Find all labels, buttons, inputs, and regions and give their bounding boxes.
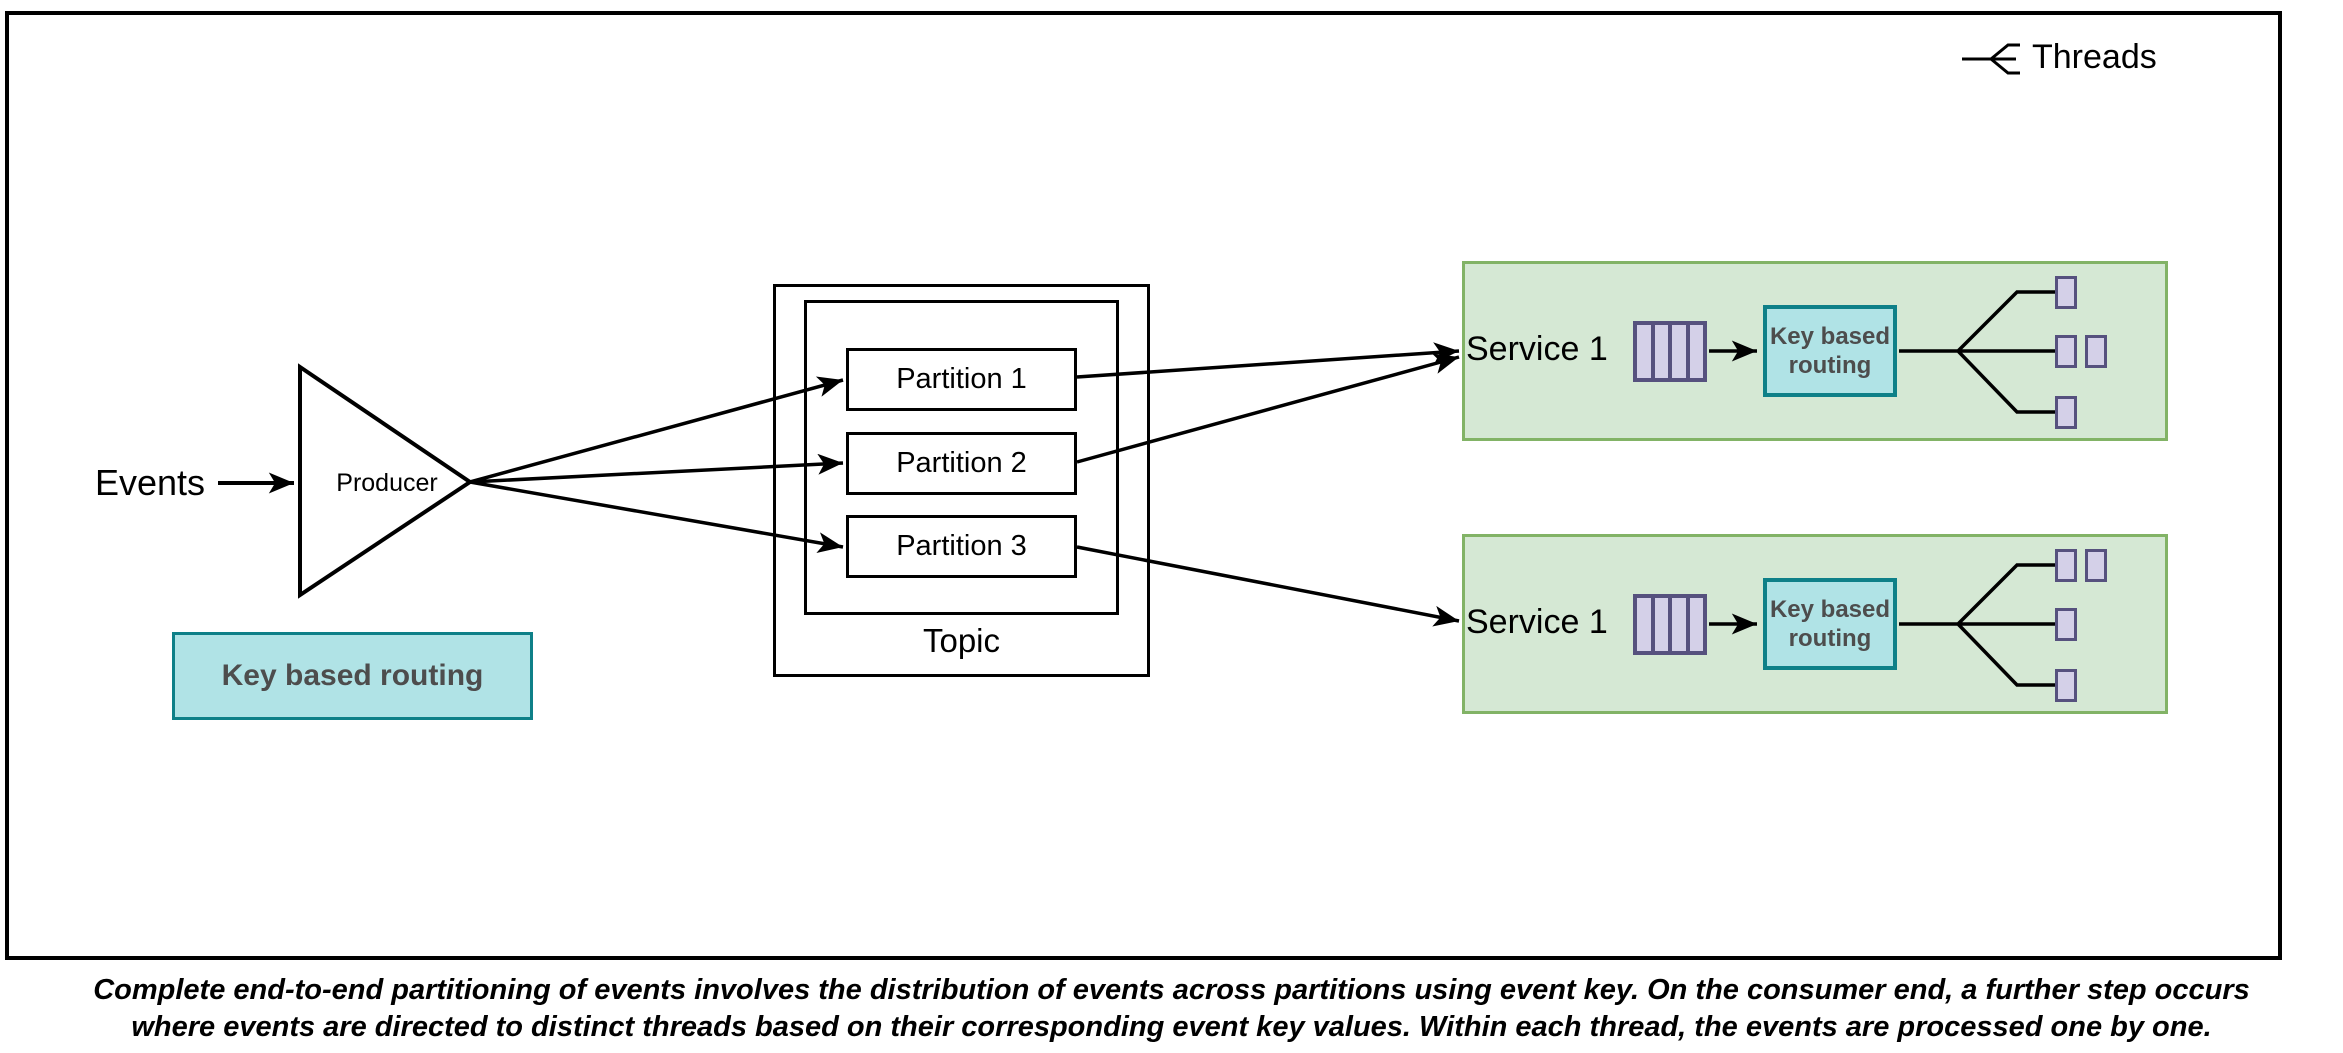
service-1-label: Service 1 bbox=[1466, 330, 1608, 368]
key-based-routing-label: Key based routing bbox=[221, 659, 484, 692]
caption-line-2: where events are directed to distinct th… bbox=[131, 1011, 2212, 1043]
routing-label-line2: routing bbox=[1788, 625, 1872, 652]
thread-rect bbox=[2055, 396, 2077, 429]
thread-rect bbox=[2055, 549, 2077, 582]
thread-group bbox=[2055, 669, 2077, 702]
routing-label-line1: Key based bbox=[1769, 596, 1891, 623]
partition-2-label: Partition 2 bbox=[896, 447, 1027, 479]
routing-label-line1: Key based bbox=[1769, 323, 1891, 350]
thread-rect bbox=[2085, 549, 2107, 582]
thread-rect bbox=[2055, 669, 2077, 702]
thread-rect bbox=[2055, 608, 2077, 641]
queue-icon bbox=[1633, 594, 1707, 655]
events-label: Events bbox=[94, 462, 206, 503]
partition-1-label: Partition 1 bbox=[896, 363, 1027, 395]
thread-group bbox=[2055, 335, 2107, 368]
key-based-routing-box: Key based routing bbox=[172, 632, 533, 720]
topic-label: Topic bbox=[922, 622, 1001, 659]
thread-rect bbox=[2085, 335, 2107, 368]
caption: Complete end-to-end partitioning of even… bbox=[0, 972, 2343, 1046]
threads-label: Threads bbox=[2032, 38, 2157, 76]
thread-rect bbox=[2055, 276, 2077, 309]
thread-group bbox=[2055, 396, 2077, 429]
service-1-key-based-routing-box: Key based routing bbox=[1763, 305, 1897, 397]
partition-1-box: Partition 1 bbox=[846, 348, 1077, 411]
thread-group bbox=[2055, 549, 2107, 582]
partition-2-box: Partition 2 bbox=[846, 432, 1077, 495]
producer-label: Producer bbox=[336, 469, 438, 497]
partition-3-label: Partition 3 bbox=[896, 530, 1027, 562]
thread-rect bbox=[2055, 335, 2077, 368]
caption-line-1: Complete end-to-end partitioning of even… bbox=[93, 974, 2250, 1006]
service-2-key-based-routing-box: Key based routing bbox=[1763, 578, 1897, 670]
thread-group bbox=[2055, 276, 2077, 309]
service-2-label: Service 1 bbox=[1466, 603, 1608, 641]
queue-icon bbox=[1633, 321, 1707, 382]
partition-3-box: Partition 3 bbox=[846, 515, 1077, 578]
thread-group bbox=[2055, 608, 2077, 641]
routing-label-line2: routing bbox=[1788, 352, 1872, 379]
